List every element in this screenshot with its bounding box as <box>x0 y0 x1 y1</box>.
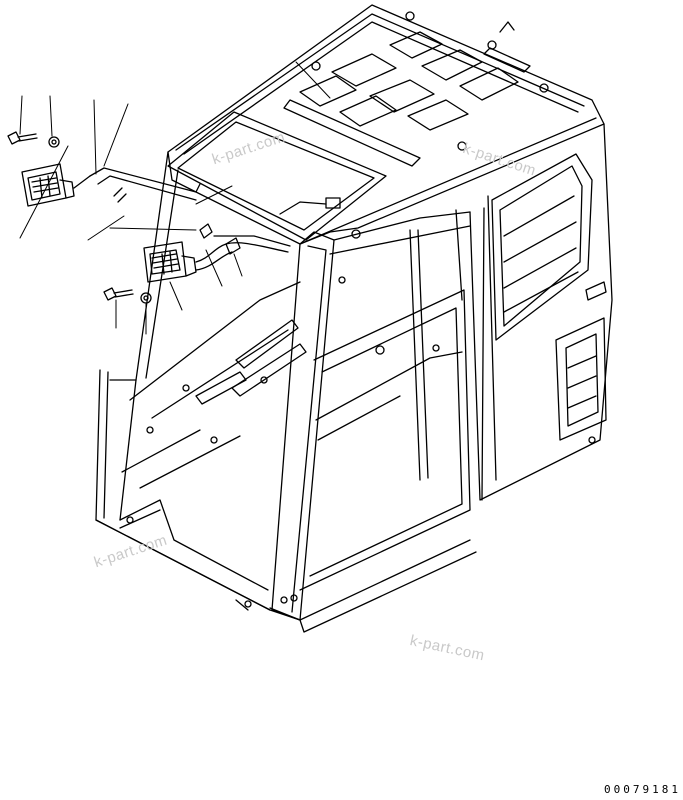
rear-panel-slot <box>235 319 299 369</box>
badge <box>585 281 607 301</box>
rear-panel-slot <box>231 343 307 397</box>
side-vent <box>555 317 607 441</box>
callout-leaders <box>19 61 331 335</box>
roof-window-glass <box>177 121 375 231</box>
roof-window-frame <box>167 111 387 241</box>
roof-panel <box>389 31 443 59</box>
work-lamp-assembly <box>7 131 291 304</box>
drawing-number: 00079181 <box>604 783 681 796</box>
work-lamp-upper <box>21 163 91 207</box>
work-lamp-lower <box>143 241 197 283</box>
bolt-upper <box>7 131 38 145</box>
washer-upper <box>48 136 60 148</box>
roof-panel <box>407 99 469 131</box>
harness-clamp <box>199 223 213 239</box>
bolt-lower <box>103 287 134 301</box>
front-pillar <box>269 211 477 633</box>
side-window-frame <box>491 153 593 341</box>
cab-floor-frame <box>95 509 301 621</box>
washer-lower <box>140 292 152 304</box>
roof-panel <box>331 53 397 87</box>
door-opening <box>299 289 471 591</box>
roof-rail <box>483 47 531 73</box>
cab-rear-panel <box>95 151 307 611</box>
roof-panel <box>369 79 435 113</box>
lamp-bracket <box>89 167 201 193</box>
harness-clamp <box>225 237 241 255</box>
roof-rail <box>283 99 421 167</box>
antenna <box>499 21 515 33</box>
cab-roof <box>167 4 605 245</box>
rear-panel-slot <box>195 371 247 405</box>
roof-panel <box>299 75 357 107</box>
side-window-glass <box>499 165 583 327</box>
cab-side-wall <box>409 123 613 501</box>
roof-panel <box>421 49 483 81</box>
roof-panel <box>459 67 519 101</box>
roof-panel <box>339 95 397 127</box>
